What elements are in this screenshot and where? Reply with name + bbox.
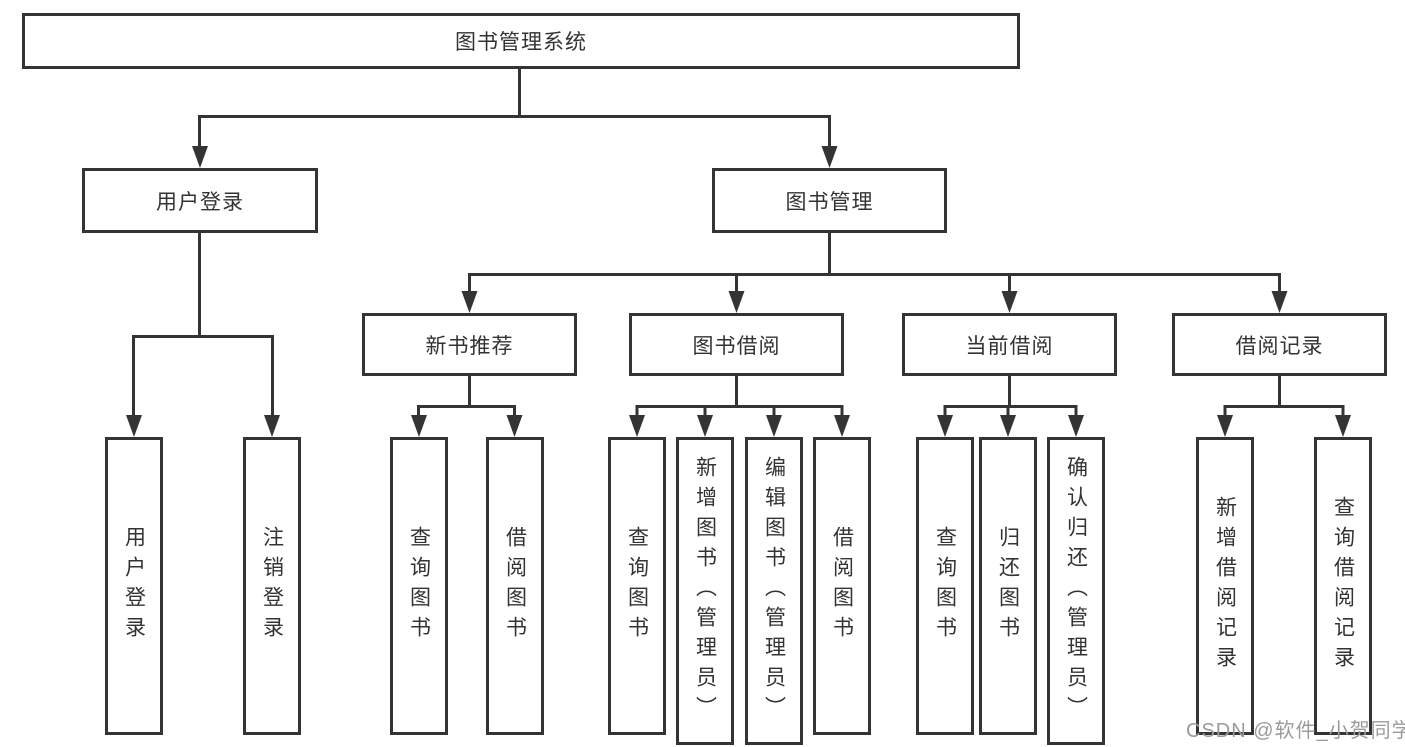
- node-book-borrowing: 图书借阅: [629, 313, 844, 376]
- leaf-recommend-query-books-label: 查询图书: [407, 526, 431, 646]
- leaf-records-add-record: 新增借阅记录: [1196, 437, 1254, 735]
- leaf-logout: 注销登录: [243, 437, 301, 735]
- leaf-borrow-edit-books-admin: 编辑图书（管理员）: [745, 437, 803, 745]
- node-current-borrowing-label: 当前借阅: [965, 334, 1054, 358]
- node-library-management-system-label: 图书管理系统: [455, 31, 587, 54]
- leaf-current-return-books-label: 归还图书: [996, 526, 1020, 646]
- leaf-current-confirm-return-admin-label: 确认归还（管理员）: [1064, 456, 1088, 726]
- node-user-login: 用户登录: [82, 168, 318, 233]
- leaf-current-return-books: 归还图书: [979, 437, 1037, 735]
- leaf-current-query-books: 查询图书: [916, 437, 974, 735]
- leaf-records-query-record: 查询借阅记录: [1314, 437, 1372, 735]
- node-book-management-label: 图书管理: [785, 190, 874, 214]
- node-book-borrowing-label: 图书借阅: [692, 334, 781, 358]
- leaf-recommend-query-books: 查询图书: [390, 437, 448, 735]
- leaf-user-login: 用户登录: [105, 437, 163, 735]
- leaf-borrow-borrow-books-label: 借阅图书: [830, 526, 854, 646]
- node-new-book-recommendation: 新书推荐: [362, 313, 577, 376]
- leaf-recommend-borrow-books: 借阅图书: [486, 437, 544, 735]
- leaf-current-query-books-label: 查询图书: [933, 526, 957, 646]
- leaf-borrow-edit-books-admin-label: 编辑图书（管理员）: [762, 456, 786, 726]
- csdn-watermark: CSDN @软件_小贺同学: [1186, 720, 1405, 742]
- leaf-records-add-record-label: 新增借阅记录: [1213, 496, 1237, 676]
- node-book-management: 图书管理: [712, 168, 947, 233]
- node-current-borrowing: 当前借阅: [902, 313, 1117, 376]
- leaf-borrow-borrow-books: 借阅图书: [813, 437, 871, 735]
- leaf-borrow-add-books-admin-label: 新增图书（管理员）: [693, 456, 717, 726]
- node-new-book-recommendation-label: 新书推荐: [425, 334, 514, 358]
- leaf-borrow-query-books-label: 查询图书: [625, 526, 649, 646]
- node-library-management-system: 图书管理系统: [22, 13, 1020, 69]
- node-user-login-label: 用户登录: [156, 190, 244, 214]
- leaf-user-login-label: 用户登录: [122, 526, 146, 646]
- node-borrowing-records: 借阅记录: [1172, 313, 1387, 376]
- node-borrowing-records-label: 借阅记录: [1235, 334, 1324, 358]
- leaf-recommend-borrow-books-label: 借阅图书: [503, 526, 527, 646]
- leaf-records-query-record-label: 查询借阅记录: [1331, 496, 1355, 676]
- leaf-current-confirm-return-admin: 确认归还（管理员）: [1047, 437, 1105, 745]
- leaf-borrow-query-books: 查询图书: [608, 437, 666, 735]
- leaf-borrow-add-books-admin: 新增图书（管理员）: [676, 437, 734, 745]
- leaf-logout-label: 注销登录: [260, 526, 284, 646]
